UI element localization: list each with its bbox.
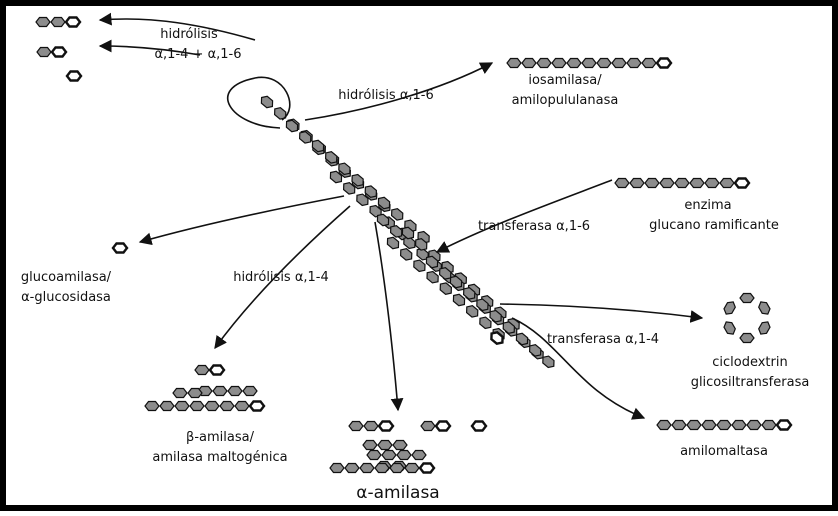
reducing-end-glucose-unit	[420, 464, 434, 473]
glucose-unit	[405, 464, 419, 473]
glucose-unit	[537, 59, 551, 68]
reducing-end-glucose-unit	[657, 59, 671, 68]
reducing-end-glucose-unit	[66, 18, 80, 27]
glucose-unit	[51, 18, 65, 27]
glucose-unit	[367, 451, 381, 460]
glucose-unit	[705, 179, 719, 188]
reducing-end-glucose-unit	[250, 402, 264, 411]
reducing-end-glucose-unit	[379, 422, 393, 431]
glucose-unit	[37, 48, 51, 57]
glucose-unit	[507, 59, 521, 68]
reducing-end-glucose-unit	[113, 244, 127, 253]
glucose-unit	[412, 451, 426, 460]
glucose-unit	[615, 179, 629, 188]
glucose-unit	[702, 421, 716, 430]
glucose-unit	[597, 59, 611, 68]
label-ciclodextrin-2: glicosiltransferasa	[691, 375, 810, 390]
glucose-unit	[660, 179, 674, 188]
glucose-unit	[205, 402, 219, 411]
glucose-unit	[720, 179, 734, 188]
glucose-unit	[390, 464, 404, 473]
glucose-unit	[375, 464, 389, 473]
glucose-unit	[364, 422, 378, 431]
glucose-unit	[243, 387, 257, 396]
label-isoamilasa-2: amilopululanasa	[512, 93, 619, 108]
glucose-unit	[687, 421, 701, 430]
glucose-unit	[173, 389, 187, 398]
glucose-unit	[330, 464, 344, 473]
reducing-end-glucose-unit	[52, 48, 66, 57]
reducing-end-glucose-unit	[491, 332, 502, 343]
reducing-end-glucose-unit	[472, 422, 486, 431]
label-enzima-1: enzima	[684, 198, 731, 213]
label-hidrolisis-a16: hidrólisis α,1-6	[338, 88, 434, 103]
glucose-unit	[397, 451, 411, 460]
glucose-unit	[522, 59, 536, 68]
label-hidrolisis-a14: hidrólisis α,1-4	[233, 270, 329, 285]
label-beta-amilasa-1: β-amilasa/	[186, 430, 255, 445]
glucose-unit	[567, 59, 581, 68]
glucose-unit	[675, 179, 689, 188]
label-isoamilasa-1: iosamilasa/	[528, 73, 602, 88]
label-glucoamilasa-2: α-glucosidasa	[21, 290, 111, 305]
glucose-unit	[630, 179, 644, 188]
label-amilomaltasa: amilomaltasa	[680, 444, 768, 459]
glucose-unit	[747, 421, 761, 430]
glucose-unit	[36, 18, 50, 27]
reducing-end-glucose-unit	[436, 422, 450, 431]
glucose-unit	[717, 421, 731, 430]
glucose-unit	[349, 422, 363, 431]
glucose-unit	[188, 389, 202, 398]
label-ciclodextrin-1: ciclodextrin	[712, 355, 787, 370]
glucose-product-glucoamylase	[113, 244, 127, 253]
glucose-unit	[657, 421, 671, 430]
glucose-unit	[627, 59, 641, 68]
glucose-unit	[190, 402, 204, 411]
glucose-unit	[642, 59, 656, 68]
glucose-unit	[220, 402, 234, 411]
glucose-unit	[645, 179, 659, 188]
label-transferasa-a14: transferasa α,1-4	[547, 332, 659, 347]
reducing-end-glucose-unit	[777, 421, 791, 430]
label-alfa-amilasa: α-amilasa	[356, 483, 439, 503]
glucose-unit	[740, 334, 754, 343]
glucose-unit	[378, 441, 392, 450]
glucose-unit	[732, 421, 746, 430]
glucose-unit	[345, 464, 359, 473]
glucose-unit	[582, 59, 596, 68]
glucose-unit	[160, 402, 174, 411]
label-hidrolisis-top-1: hidrólisis	[160, 27, 218, 42]
glucose-unit	[552, 59, 566, 68]
linear-chain-product-branching	[615, 179, 749, 188]
linear-chain-product-isoamylase	[507, 59, 671, 68]
glucose-unit	[195, 366, 209, 375]
label-transferasa-a16: transferasa α,1-6	[478, 219, 590, 234]
glucose-unit	[235, 402, 249, 411]
glucose-unit	[740, 294, 754, 303]
label-glucoamilasa-1: glucoamilasa/	[21, 270, 112, 285]
glucose-unit	[363, 441, 377, 450]
label-enzima-2: glucano ramificante	[649, 218, 779, 233]
glucose-unit	[421, 422, 435, 431]
glucose-unit	[612, 59, 626, 68]
glucose-unit	[690, 179, 704, 188]
glucose-unit	[213, 387, 227, 396]
reducing-end-glucose-unit	[735, 179, 749, 188]
glucose-unit	[228, 387, 242, 396]
label-beta-amilasa-2: amilasa maltogénica	[152, 450, 287, 465]
glucose-unit	[360, 464, 374, 473]
glucose-unit	[382, 451, 396, 460]
reducing-end-glucose-unit	[210, 366, 224, 375]
reducing-end-glucose-unit	[67, 72, 81, 81]
glucose-unit	[393, 441, 407, 450]
label-hidrolisis-top-2: α,1-4 + α,1-6	[154, 47, 241, 62]
linear-chain-product-amylomaltase	[657, 421, 791, 430]
glucose-unit	[175, 402, 189, 411]
glucose-unit	[672, 421, 686, 430]
glucose-unit	[762, 421, 776, 430]
glucose-unit	[145, 402, 159, 411]
